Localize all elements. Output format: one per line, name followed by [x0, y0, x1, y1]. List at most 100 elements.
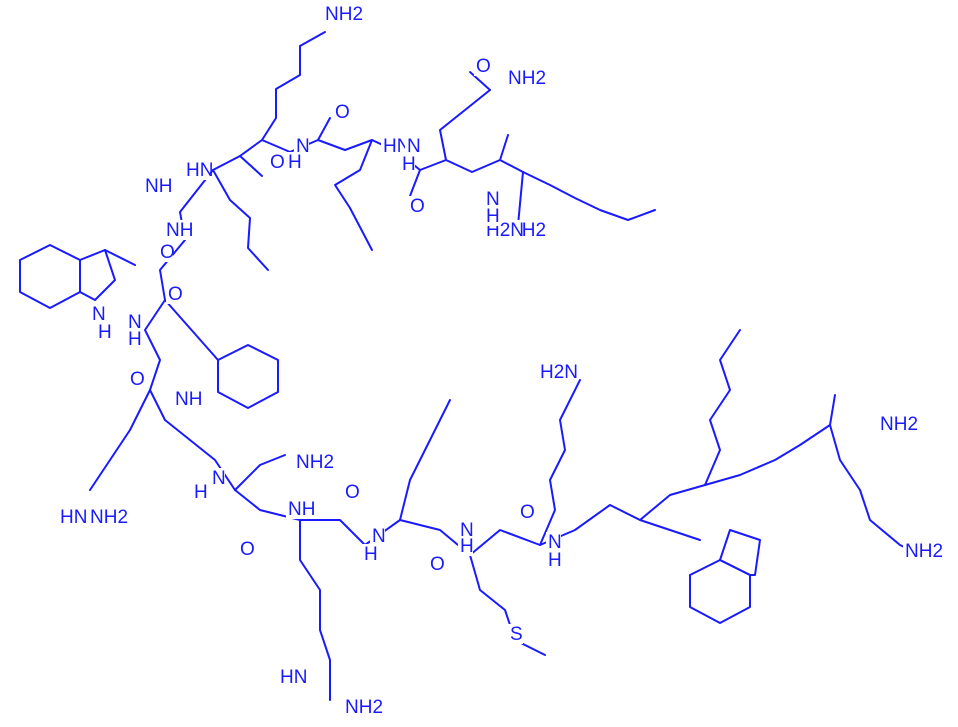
atom-label-background	[381, 136, 407, 156]
atom-label: NH2	[880, 414, 918, 435]
atom-label-background	[903, 541, 940, 561]
atom-label: NH	[175, 389, 202, 410]
benzene-ring-bond	[217, 344, 279, 409]
atom-label: O	[410, 196, 425, 217]
atom-label-background	[294, 136, 309, 156]
atom-label-background	[278, 667, 304, 687]
arg-sidechain-bond	[399, 399, 451, 521]
atom-label-background	[96, 322, 111, 342]
carbonyl-bond	[239, 155, 263, 177]
atom-label-background	[370, 526, 385, 546]
atom-label: O	[270, 152, 285, 173]
atom-label: NH2	[905, 541, 943, 562]
ile-sidechain-bond	[334, 139, 373, 251]
atom-label: H	[460, 536, 474, 557]
atom-label-background	[173, 389, 199, 409]
atom-label: H	[548, 550, 562, 571]
lys-sidechain-bond	[539, 379, 581, 546]
atom-label: N	[486, 189, 500, 210]
atom-label: NH	[145, 176, 172, 197]
atom-label-background	[428, 554, 443, 574]
lys-sidechain-bond	[704, 329, 741, 486]
atom-label: H	[364, 544, 378, 565]
atom-label: N	[460, 520, 474, 541]
met-sidechain-bond	[469, 554, 546, 656]
atom-label-background	[878, 414, 915, 434]
phe-sidechain-bond	[164, 299, 219, 361]
atom-label: O	[240, 539, 255, 560]
atom-label: HN	[383, 136, 410, 157]
atom-label-background	[508, 624, 523, 644]
atom-label-background	[210, 468, 225, 488]
indole-ring-bond	[719, 529, 761, 576]
atom-label-background	[343, 482, 358, 502]
atom-label-background	[546, 550, 561, 570]
atom-label-background	[286, 499, 312, 519]
atom-label: NH	[166, 220, 193, 241]
atom-label: N	[212, 468, 226, 489]
atom-label-background	[474, 56, 489, 76]
atom-label: O	[130, 369, 145, 390]
bond-layer	[19, 31, 921, 701]
lys-sidechain-bond	[829, 424, 921, 556]
backbone-bond	[144, 169, 831, 556]
gln-sidechain-bond	[439, 89, 491, 161]
arg-sidechain-bond	[299, 519, 331, 701]
atom-label-background	[88, 507, 125, 527]
atom-label: S	[510, 624, 523, 645]
atom-label: H	[402, 154, 416, 175]
atom-label: HN	[186, 160, 213, 181]
carbonyl-bond	[317, 117, 331, 141]
atom-label-background	[126, 329, 141, 349]
atom-label-background	[518, 502, 533, 522]
atom-label: H	[194, 482, 208, 503]
atom-label-background	[143, 176, 169, 196]
atom-label-background	[184, 160, 210, 180]
atom-label: NH2	[345, 697, 383, 718]
atom-label-background	[158, 242, 173, 262]
backbone-bond	[212, 139, 524, 173]
atom-label: O	[430, 554, 445, 575]
carbonyl-bond	[829, 394, 836, 426]
atom-label-background	[458, 536, 473, 556]
ile-sidechain-bond	[212, 169, 269, 271]
atom-label: HN	[60, 507, 87, 528]
atom-label-background	[294, 452, 331, 472]
atom-label: N	[372, 526, 386, 547]
atom-label: NH2	[508, 68, 546, 89]
atom-label: N	[92, 304, 106, 325]
atom-label-background	[323, 4, 360, 24]
atom-label-background	[90, 304, 105, 324]
atom-label-background	[484, 189, 499, 209]
atom-label-background	[164, 220, 190, 240]
atom-label-background	[408, 196, 423, 216]
atom-label: H	[288, 152, 302, 173]
indole-ring-bond	[19, 244, 81, 309]
atom-label: N	[407, 136, 421, 157]
atom-label: O	[345, 482, 360, 503]
atom-label: NH2	[296, 452, 334, 473]
atom-label-background	[538, 362, 575, 382]
atom-label-background	[506, 68, 543, 88]
arg-sidechain-bond	[522, 171, 656, 221]
atom-label: H	[128, 329, 142, 350]
atom-label-background	[166, 284, 181, 304]
atom-label-background	[400, 154, 415, 174]
atom-label-background	[268, 152, 283, 172]
atom-label: O	[476, 56, 491, 77]
atom-label: N	[548, 532, 562, 553]
atom-label-background	[362, 544, 377, 564]
atom-label: O	[520, 502, 535, 523]
atom-label: NH2	[90, 507, 128, 528]
atom-label-background	[343, 697, 380, 717]
atom-label-background	[126, 312, 141, 332]
carbonyl-bond	[469, 71, 491, 91]
atom-label: H2N	[540, 362, 578, 383]
atom-label-background	[405, 136, 420, 156]
atom-label-background	[58, 507, 84, 527]
atom-label: HN	[280, 667, 307, 688]
amine-bond	[517, 171, 524, 226]
carbonyl-bond	[499, 134, 509, 161]
